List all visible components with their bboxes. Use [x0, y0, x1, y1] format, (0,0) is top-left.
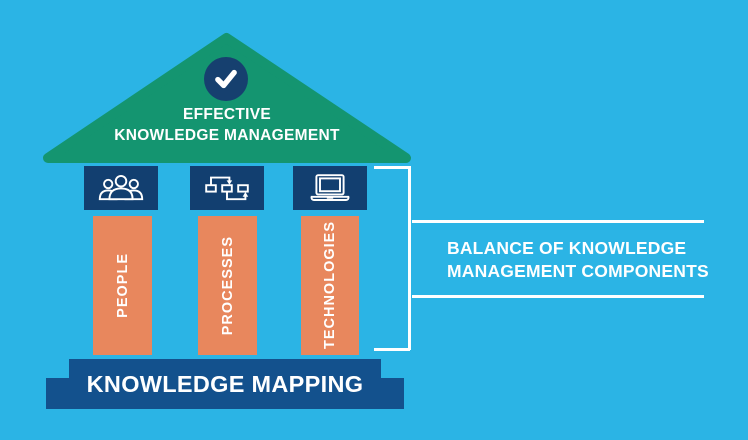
- bracket-top-arm: [374, 166, 410, 169]
- foundation-label: KNOWLEDGE MAPPING: [86, 370, 364, 397]
- pillar-processes-label: PROCESSES: [219, 235, 236, 336]
- callout-line2: MANAGEMENT COMPONENTS: [447, 260, 709, 281]
- foundation-base: [46, 378, 404, 409]
- pillar-people-label: PEOPLE: [114, 253, 131, 318]
- pillar-processes: PROCESSES: [198, 216, 257, 355]
- people-icon: [98, 174, 144, 201]
- roof-title-line1: EFFECTIVE: [183, 106, 271, 123]
- roof-title: EFFECTIVE KNOWLEDGE MANAGEMENT: [77, 104, 377, 146]
- pillar-technologies: TECHNOLOGIES: [301, 216, 359, 355]
- laptop-icon-box: [293, 166, 367, 210]
- pillar-technologies-label: TECHNOLOGIES: [322, 221, 338, 350]
- callout-text: BALANCE OF KNOWLEDGE MANAGEMENT COMPONEN…: [447, 237, 727, 282]
- callout-top-rule: [412, 220, 704, 223]
- laptop-icon: [310, 174, 350, 201]
- people-icon-box: [84, 166, 158, 210]
- workflow-icon-box: [190, 166, 264, 210]
- checkmark-icon: [215, 69, 237, 89]
- bracket-vertical-line: [408, 166, 411, 350]
- bracket-bottom-arm: [374, 348, 410, 351]
- checkmark-badge: [204, 57, 248, 101]
- foundation-step: [69, 359, 381, 379]
- workflow-icon: [205, 176, 249, 201]
- pillar-people: PEOPLE: [93, 216, 152, 355]
- callout-line1: BALANCE OF KNOWLEDGE: [447, 238, 687, 258]
- roof-title-line2: KNOWLEDGE MANAGEMENT: [114, 127, 340, 144]
- callout-bottom-rule: [412, 295, 704, 298]
